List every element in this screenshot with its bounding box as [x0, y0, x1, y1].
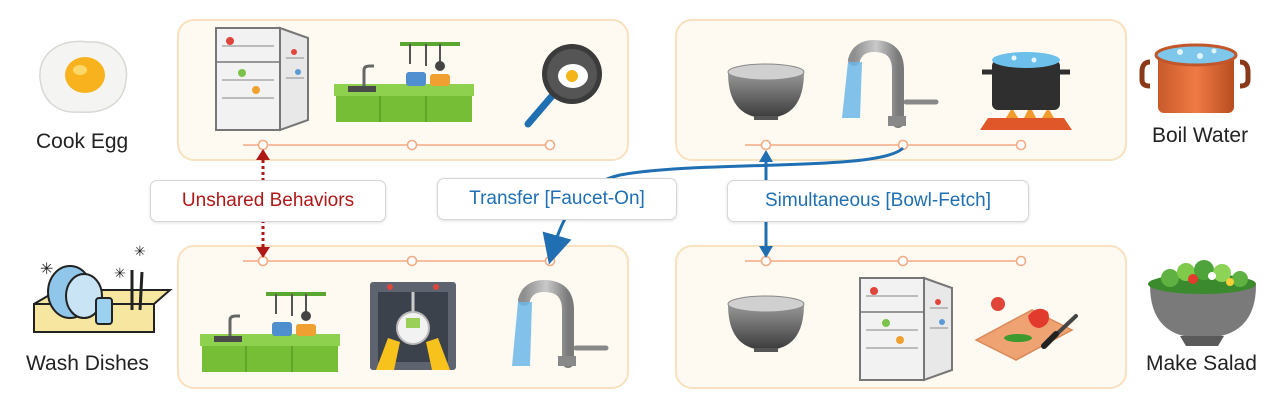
task-label-boil-water: Boil Water [1152, 124, 1249, 147]
bowl-icon [727, 63, 805, 120]
faucet-icon [512, 279, 609, 368]
frying-pan-egg-icon [524, 44, 602, 128]
pot-on-stove-icon [980, 52, 1072, 130]
salad-bowl-icon [1148, 260, 1256, 346]
task-label-wash-dishes: Wash Dishes [26, 352, 149, 375]
faucet-icon [842, 39, 939, 128]
svg-text:✳: ✳ [134, 244, 146, 260]
kitchen-counter-icon [334, 42, 474, 122]
cutting-board-icon [974, 297, 1078, 361]
fridge-icon [215, 26, 309, 132]
svg-text:✳: ✳ [114, 266, 126, 282]
timeline-cook-egg [243, 139, 556, 151]
fried-egg-icon [39, 40, 128, 113]
svg-text:✳: ✳ [40, 259, 53, 278]
kitchen-counter-icon [200, 292, 340, 372]
simultaneous-callout: Simultaneous [Bowl-Fetch] [727, 180, 1029, 222]
boiling-pot-icon [1139, 43, 1251, 113]
washing-dishes-icon [370, 282, 456, 370]
dish-rack-icon: ✳ ✳ ✳ [33, 244, 173, 333]
task-label-cook-egg: Cook Egg [36, 130, 129, 153]
fridge-icon [859, 276, 953, 382]
unshared-behaviors-callout: Unshared Behaviors [150, 180, 386, 222]
bowl-icon [727, 295, 805, 352]
timeline-make-salad [745, 255, 1027, 267]
transfer-callout: Transfer [Faucet-On] [437, 178, 677, 220]
task-label-make-salad: Make Salad [1146, 352, 1257, 375]
